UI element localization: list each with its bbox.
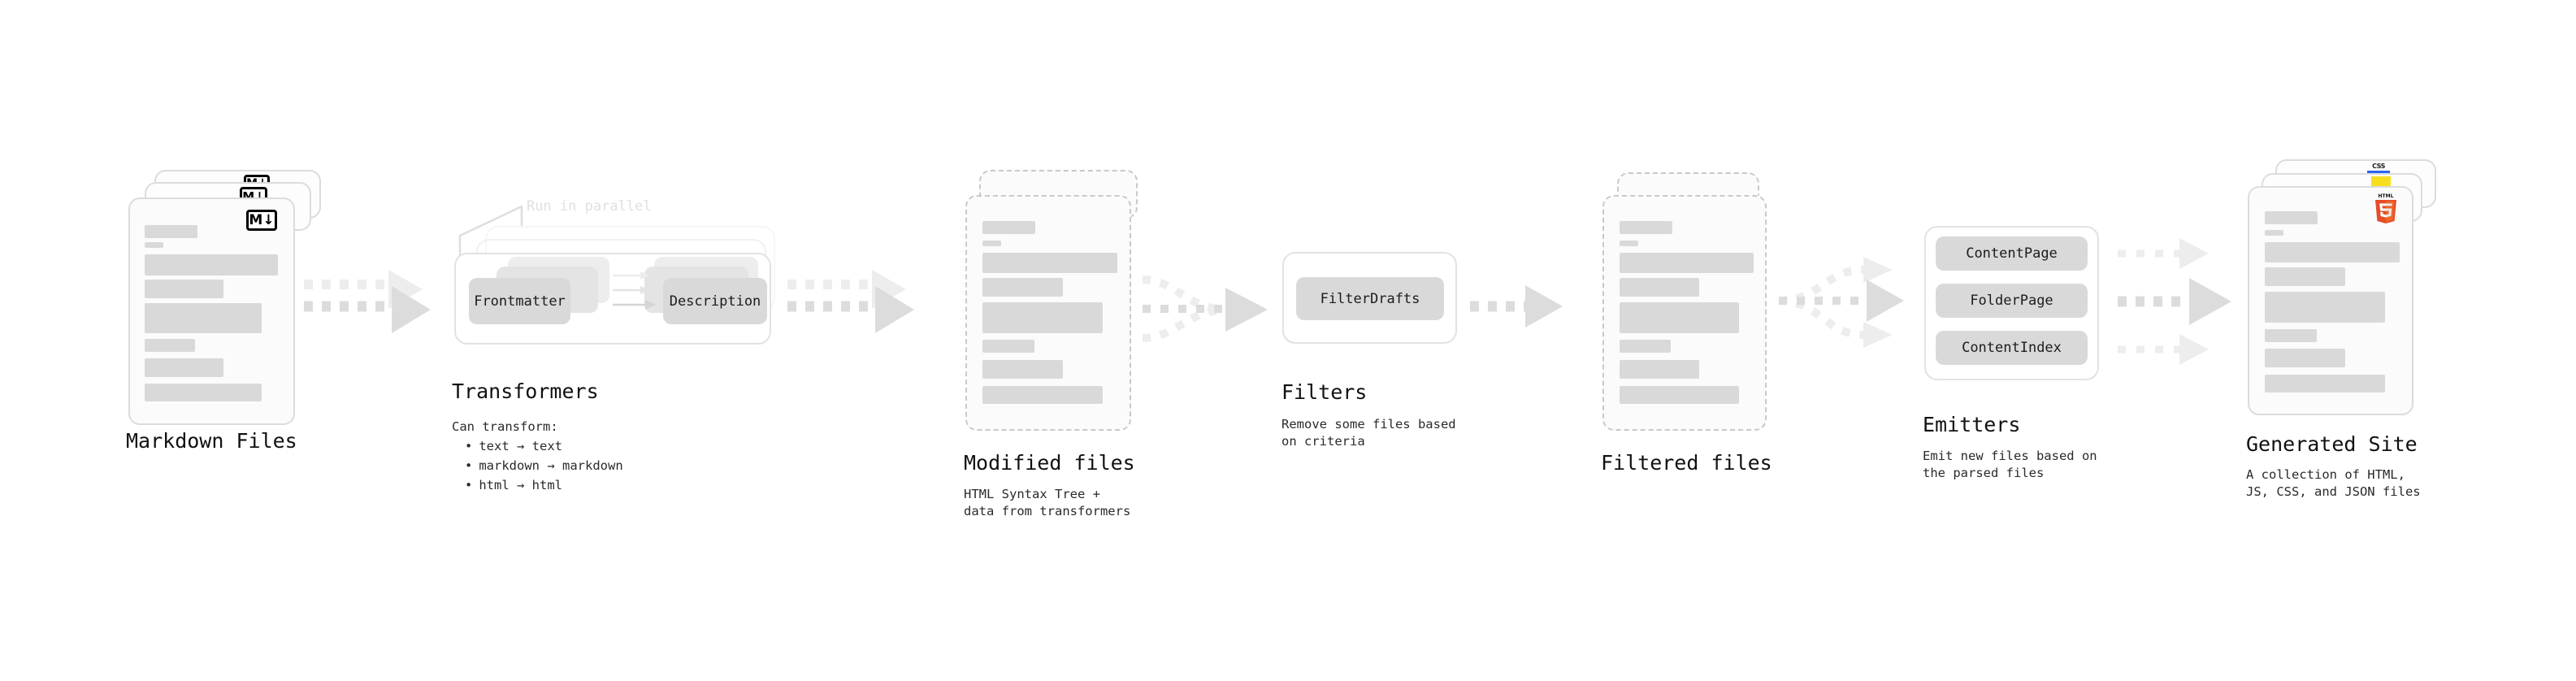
stage-title-markdown-files: Markdown Files xyxy=(126,429,297,453)
transformers-bullet-item: markdown → markdown xyxy=(465,456,622,475)
emitter-pill-folderpage[interactable]: FolderPage xyxy=(1936,284,2088,318)
skeleton-line xyxy=(1620,253,1754,273)
run-in-parallel-bracket xyxy=(458,205,523,263)
skeleton-line xyxy=(2265,329,2317,342)
arrow-emitters-to-generated-site xyxy=(2118,238,2231,365)
skeleton-line xyxy=(145,384,262,401)
emitter-pill-contentpage[interactable]: ContentPage xyxy=(1936,236,2088,271)
transformer-pill-frontmatter[interactable]: Frontmatter xyxy=(469,278,570,324)
skeleton-line xyxy=(145,225,197,238)
html5-icon: HTML xyxy=(2373,192,2399,224)
stage-title-modified-files: Modified files xyxy=(964,451,1135,475)
skeleton-line xyxy=(1620,241,1638,246)
skeleton-line xyxy=(145,303,262,333)
skeleton-line xyxy=(145,358,223,377)
skeleton-line xyxy=(982,278,1063,297)
skeleton-line xyxy=(1620,360,1699,379)
css3-icon-underline xyxy=(2367,171,2390,173)
skeleton-line xyxy=(1620,340,1671,353)
skeleton-line xyxy=(2265,267,2345,286)
skeleton-line xyxy=(982,340,1034,353)
skeleton-line xyxy=(982,241,1001,246)
transformers-bullets-head: Can transform: xyxy=(452,419,558,434)
stage-title-generated-site: Generated Site xyxy=(2246,432,2418,456)
transformers-bullets: Can transform: text → text markdown → ma… xyxy=(452,417,623,495)
skeleton-line xyxy=(145,254,278,275)
stage-caption-filters: Remove some files based on criteria xyxy=(1281,417,1456,449)
skeleton-line xyxy=(2265,211,2318,224)
stage-title-filters: Filters xyxy=(1281,380,1368,404)
svg-text:HTML: HTML xyxy=(2379,193,2394,199)
stage-caption-emitters: Emit new files based on the parsed files xyxy=(1923,449,2097,480)
transformer-pill-description[interactable]: Description xyxy=(663,278,767,324)
skeleton-line xyxy=(1620,278,1699,297)
skeleton-line xyxy=(2265,375,2385,393)
skeleton-line xyxy=(982,386,1103,404)
skeleton-line xyxy=(145,280,223,298)
stage-caption-generated-site: A collection of HTML, JS, CSS, and JSON … xyxy=(2246,467,2421,499)
skeleton-line xyxy=(2265,230,2283,236)
stage-caption-modified-files: HTML Syntax Tree + data from transformer… xyxy=(964,487,1131,518)
skeleton-line xyxy=(145,339,195,352)
skeleton-line xyxy=(1620,302,1739,333)
stage-title-filtered-files: Filtered files xyxy=(1601,451,1772,475)
arrow-filtered-files-to-emitters xyxy=(1778,257,1904,348)
arrow-markdown-to-transformers xyxy=(304,270,431,333)
transformers-bullet-item: text → text xyxy=(465,436,623,456)
markdown-icon-front: M↓ xyxy=(246,210,277,231)
skeleton-line xyxy=(982,360,1063,379)
transformer-inner-arrows xyxy=(613,271,656,310)
filter-pill-filterdrafts[interactable]: FilterDrafts xyxy=(1296,277,1444,320)
skeleton-line xyxy=(982,221,1035,234)
transformers-bullet-item: html → html xyxy=(465,475,623,495)
skeleton-line xyxy=(2265,242,2400,262)
skeleton-line xyxy=(145,242,163,248)
stage-title-transformers: Transformers xyxy=(452,380,599,403)
skeleton-line xyxy=(982,253,1117,273)
css3-icon: CSS xyxy=(2367,163,2390,176)
skeleton-line xyxy=(1620,221,1672,234)
skeleton-line xyxy=(982,302,1103,333)
emitter-pill-contentindex[interactable]: ContentIndex xyxy=(1936,331,2088,365)
skeleton-line xyxy=(2265,292,2385,323)
arrow-transformers-to-modified-files xyxy=(787,270,914,333)
arrow-filters-to-filtered-files xyxy=(1470,285,1563,327)
arrow-modified-files-to-filters xyxy=(1142,275,1268,342)
run-in-parallel-label: Run in parallel xyxy=(527,198,652,215)
skeleton-line xyxy=(1620,386,1739,404)
skeleton-line xyxy=(2265,349,2345,367)
css3-icon-label: CSS xyxy=(2372,163,2385,170)
stage-title-emitters: Emitters xyxy=(1923,413,2021,436)
